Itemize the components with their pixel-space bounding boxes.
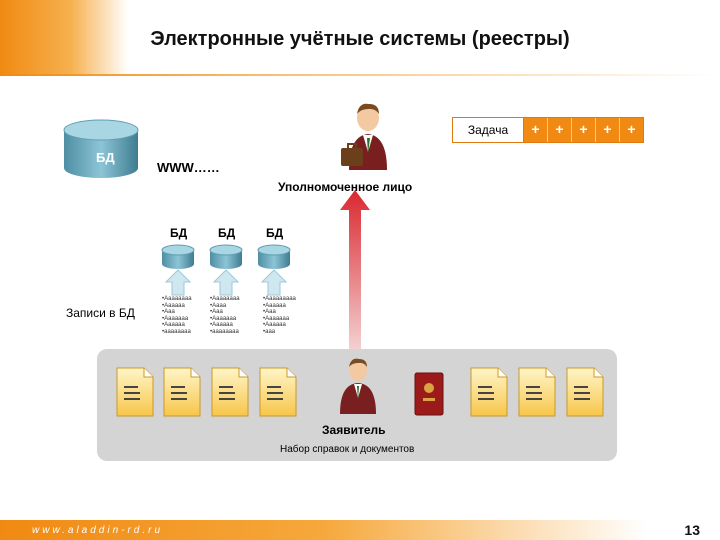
applicant-label: Заявитель <box>322 423 386 437</box>
task-label: Задача <box>453 118 524 142</box>
record-list: •Аааааааа •Аааа •Ааа •Ааааааа •Аааааа •а… <box>210 296 240 335</box>
record-item: •Аааааа <box>162 322 185 328</box>
small-database-icon <box>161 244 195 269</box>
page-number: 13 <box>684 522 700 538</box>
authority-label: Уполномоченное лицо <box>278 180 413 194</box>
record-item: •Аааа <box>210 302 227 309</box>
document-icon <box>116 367 154 417</box>
documents-caption: Набор справок и документов <box>280 444 415 455</box>
task-mark: + <box>524 118 548 142</box>
task-table: Задача + + + + + <box>452 117 644 143</box>
small-db-label: БД <box>170 226 188 240</box>
small-db-label: БД <box>266 226 284 240</box>
footer-band <box>0 520 720 540</box>
document-icon <box>211 367 249 417</box>
database-icon <box>63 119 139 178</box>
records-label: Записи в БД <box>66 306 135 320</box>
upload-arrows <box>164 269 288 296</box>
record-item: •Ааааааа <box>210 315 237 322</box>
record-item: •Аааааа <box>162 302 185 309</box>
record-item: •Аааааа <box>263 322 286 328</box>
document-icon <box>566 367 604 417</box>
document-icon <box>259 367 297 417</box>
small-database-icon <box>209 244 243 269</box>
record-item: •Аааааааа <box>210 296 240 302</box>
record-item: •Аааааа <box>263 302 286 309</box>
record-item: •Ааа <box>210 309 223 315</box>
record-item: •аааааааа <box>162 328 191 335</box>
applicant-person-icon <box>340 358 376 414</box>
task-mark: + <box>572 118 596 142</box>
document-icon <box>163 367 201 417</box>
official-person-icon <box>341 103 387 170</box>
small-db-label: БД <box>218 226 236 240</box>
footer-url[interactable]: www.aladdin-rd.ru <box>32 525 164 536</box>
record-list: •Ааааааааа •Аааааа •Ааа •Ааааааа •Аааааа… <box>263 296 296 335</box>
record-item: •Ааа <box>162 309 175 315</box>
task-mark: + <box>548 118 572 142</box>
header-divider <box>0 74 720 76</box>
record-list: •Аааааааа •Аааааа •Ааа •Ааааааа •Аааааа … <box>162 296 192 335</box>
record-item: •ааа <box>263 328 276 335</box>
submission-arrow <box>340 190 370 352</box>
page-title: Электронные учётные системы (реестры) <box>150 28 570 50</box>
document-icon <box>470 367 508 417</box>
database-label: БД <box>96 150 115 165</box>
website-text: WWW…… <box>157 160 220 175</box>
passport-icon <box>414 372 444 416</box>
record-item: •Аааааа <box>210 322 233 328</box>
header-accent <box>0 0 128 75</box>
record-item: •Ааааааааа <box>263 296 296 302</box>
task-mark: + <box>620 118 643 142</box>
record-item: •Ааааааа <box>162 315 189 322</box>
record-item: •Ааа <box>263 309 276 315</box>
record-item: •Аааааааа <box>162 296 192 302</box>
record-item: •аааааааа <box>210 328 239 335</box>
record-item: •Ааааааа <box>263 315 290 322</box>
small-database-icon <box>257 244 291 269</box>
document-icon <box>518 367 556 417</box>
task-mark: + <box>596 118 620 142</box>
